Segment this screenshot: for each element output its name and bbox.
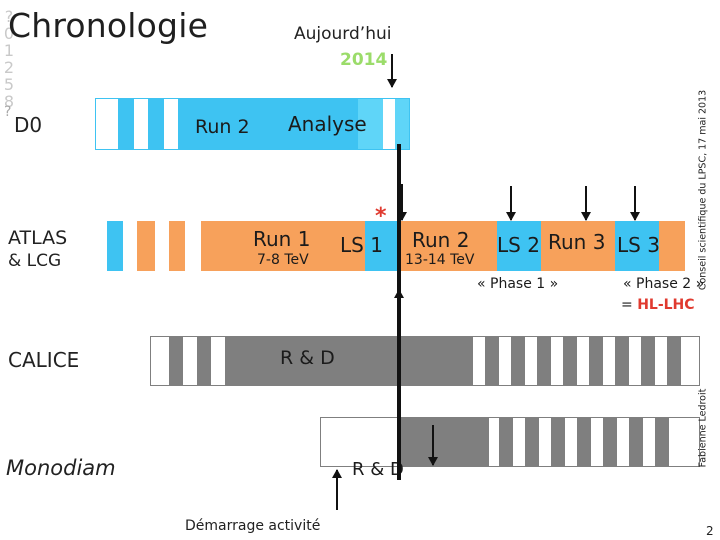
title-digit: 0 bbox=[3, 24, 15, 43]
title-digit-stack: ? 0 1 2 5 8 bbox=[2, 8, 16, 110]
page-title: Chronologie bbox=[8, 6, 209, 45]
atlas-label: ATLAS bbox=[8, 227, 68, 249]
phase2-hl-lhc: = HL-LHC bbox=[621, 297, 695, 313]
hl-lhc-label: HL-LHC bbox=[637, 297, 695, 313]
monodiam-timeline bbox=[320, 417, 700, 467]
atlas-asterisk: * bbox=[375, 204, 387, 229]
start-activity-label: Démarrage activité bbox=[185, 518, 321, 534]
atlas-ls3-label: LS 3 bbox=[617, 233, 660, 257]
title-digit: ? bbox=[4, 7, 14, 26]
author-text: Fabienne Ledroit bbox=[697, 388, 709, 467]
monodiam-start-arrow bbox=[332, 469, 342, 510]
today-label: Aujourd’hui bbox=[294, 24, 392, 44]
page-number: 2 bbox=[706, 524, 714, 538]
d0-analysis-label: Analyse bbox=[288, 112, 367, 136]
monodiam-label: Monodiam bbox=[6, 456, 116, 480]
d0-timeline bbox=[95, 98, 410, 150]
atlas-run3-label: Run 3 bbox=[548, 230, 606, 254]
calice-rd-segment bbox=[225, 337, 473, 385]
atlas-timeline bbox=[95, 221, 685, 271]
atlas-run1-label: Run 1 bbox=[253, 227, 311, 251]
atlas-ls1-label: LS 1 bbox=[340, 233, 383, 257]
atlas-run2-segment bbox=[399, 221, 497, 271]
title-digit: 1 bbox=[3, 41, 15, 60]
atlas-run1-energy: 7-8 TeV bbox=[257, 252, 309, 268]
calice-timeline bbox=[150, 336, 700, 386]
atlas-ls3-segment bbox=[615, 221, 659, 271]
atlas-run3-segment bbox=[541, 221, 615, 271]
atlas-today-arrow bbox=[397, 184, 407, 221]
atlas-arrow bbox=[506, 186, 516, 221]
phase2-prefix: = bbox=[621, 297, 638, 313]
monodiam-arrow bbox=[428, 425, 438, 466]
d0-run2-label: Run 2 bbox=[195, 116, 250, 138]
sidebar-author: Fabienne Ledroit bbox=[696, 380, 710, 475]
today-year: 2014 bbox=[340, 50, 388, 70]
monodiam-rd-label: R & D bbox=[352, 459, 404, 480]
title-digit: 5 bbox=[3, 75, 15, 94]
atlas-run2-energy: 13-14 TeV bbox=[405, 252, 475, 268]
phase1-label: « Phase 1 » bbox=[477, 276, 559, 292]
atlas-arrow bbox=[581, 186, 591, 221]
d0-marker: ? bbox=[4, 104, 12, 120]
conference-text: Conseil scientifique du LPSC, 17 mai 201… bbox=[697, 89, 709, 291]
title-digit: 2 bbox=[3, 58, 15, 77]
today-arrow bbox=[387, 54, 397, 88]
today-line bbox=[397, 144, 401, 480]
phase2-label: « Phase 2 » bbox=[623, 276, 705, 292]
atlas-ls1-segment bbox=[365, 221, 399, 271]
atlas-ls2-segment bbox=[497, 221, 541, 271]
d0-run2-segment bbox=[178, 99, 358, 149]
sidebar-conference: Conseil scientifique du LPSC, 17 mai 201… bbox=[694, 90, 712, 290]
atlas-label-lcg: & LCG bbox=[8, 251, 62, 271]
calice-rd-label: R & D bbox=[280, 347, 335, 369]
title-digit: 8 bbox=[3, 92, 15, 111]
atlas-arrow bbox=[630, 186, 640, 221]
calice-label: CALICE bbox=[8, 348, 80, 372]
atlas-run2-label: Run 2 bbox=[412, 228, 470, 252]
d0-label: D0 bbox=[14, 113, 43, 137]
atlas-ls2-label: LS 2 bbox=[497, 233, 540, 257]
d0-analysis-segment bbox=[358, 99, 383, 149]
atlas-run1-segment bbox=[201, 221, 365, 271]
monodiam-rd-segment bbox=[399, 418, 489, 466]
